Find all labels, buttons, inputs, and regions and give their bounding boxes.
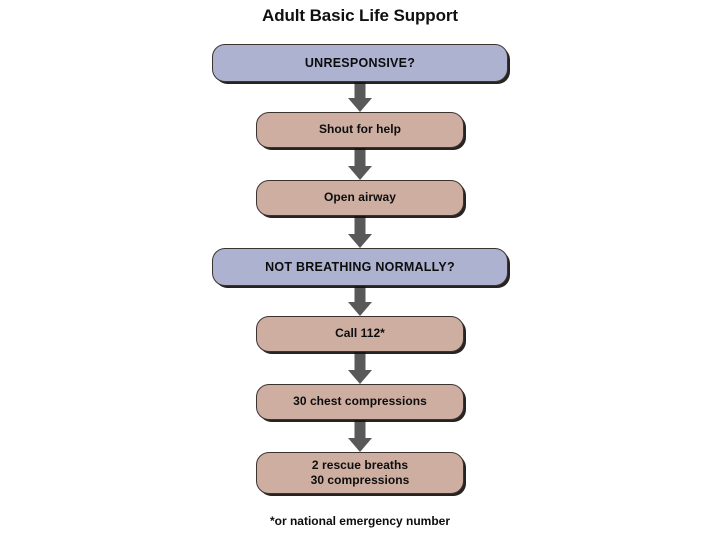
flow-node-label: NOT BREATHING NORMALLY?: [265, 260, 455, 274]
flow-node-n6[interactable]: 30 chest compressions: [256, 384, 464, 420]
flow-arrow-n6-to-n7: [347, 420, 373, 452]
flow-node-n5[interactable]: Call 112*: [256, 316, 464, 352]
flow-arrow-n4-to-n5: [347, 286, 373, 316]
flow-node-label: UNRESPONSIVE?: [304, 56, 416, 70]
flow-arrow-n5-to-n6: [347, 352, 373, 384]
flow-node-label: Shout for help: [318, 122, 402, 137]
footnote-text: *or national emergency number: [269, 514, 451, 528]
flow-arrow-n1-to-n2: [347, 82, 373, 112]
flow-node-n7[interactable]: 2 rescue breaths 30 compressions: [256, 452, 464, 494]
flow-arrow-n2-to-n3: [347, 148, 373, 180]
flow-node-n2[interactable]: Shout for help: [256, 112, 464, 148]
flow-arrow-n3-to-n4: [347, 216, 373, 248]
flow-node-label: Open airway: [324, 190, 396, 205]
flow-node-n4[interactable]: NOT BREATHING NORMALLY?: [212, 248, 508, 286]
flow-node-n3[interactable]: Open airway: [256, 180, 464, 216]
flow-node-n1[interactable]: UNRESPONSIVE?: [212, 44, 508, 82]
flow-node-label: Call 112*: [335, 326, 385, 341]
page-title: Adult Basic Life Support: [262, 6, 458, 25]
flow-node-label: 30 chest compressions: [293, 394, 427, 409]
flow-node-label: 2 rescue breaths 30 compressions: [310, 457, 410, 487]
